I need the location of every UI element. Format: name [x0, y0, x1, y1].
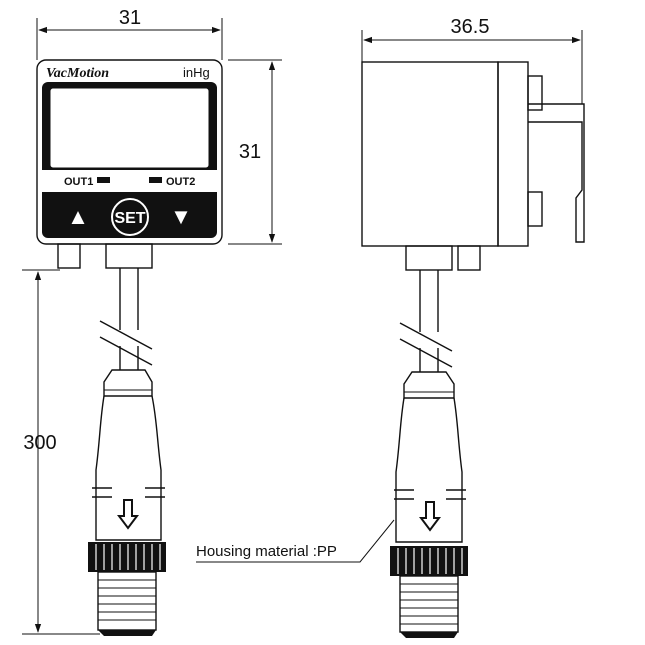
front-height-dimension: 31: [228, 59, 282, 245]
side-button-lower: [527, 191, 543, 227]
housing-material-callout: Housing material :PP: [196, 519, 395, 563]
side-down-arrow-icon: [419, 501, 441, 532]
side-depth-label: 36.5: [451, 16, 490, 38]
front-mount-stub: [57, 243, 81, 269]
side-cable-gland: [405, 245, 453, 271]
set-button[interactable]: [111, 198, 149, 236]
side-housing: [361, 61, 499, 247]
housing-material-label: Housing material :PP: [196, 543, 337, 560]
unit-label: inHg: [183, 65, 210, 80]
side-cable: [399, 270, 453, 372]
side-view: 36.5: [361, 16, 585, 638]
front-width-dimension: 31: [36, 7, 223, 60]
out1-label: OUT1: [64, 176, 93, 188]
lcd-display: [49, 87, 210, 169]
side-connector: [390, 371, 468, 638]
side-depth-dimension: 36.5: [361, 16, 583, 104]
front-thread: [97, 571, 157, 631]
front-cable: [99, 268, 153, 370]
cable-length-label: 300: [23, 432, 56, 454]
side-front-bezel: [497, 61, 529, 247]
front-knurled-nut: [88, 542, 166, 572]
up-button[interactable]: ▲: [67, 204, 89, 229]
front-view: 31 31 VacMotion inHg OUT1 OUT2 ▲ SET ▼: [22, 7, 282, 636]
set-button-label: SET: [114, 210, 145, 227]
side-knurled-nut: [390, 546, 468, 576]
down-button[interactable]: ▼: [170, 204, 192, 229]
front-connector: [88, 369, 166, 636]
side-mount-stub: [457, 245, 481, 271]
front-width-label: 31: [119, 7, 141, 29]
out2-label: OUT2: [166, 176, 195, 188]
callout-leader-line: [196, 519, 395, 563]
side-button-upper: [527, 75, 543, 111]
front-cable-gland: [105, 243, 153, 269]
brand-logo: VacMotion: [46, 66, 109, 81]
side-mount-bracket: [528, 103, 585, 243]
cable-length-dimension: 300: [22, 271, 100, 635]
out2-indicator: [149, 177, 162, 183]
out1-indicator: [97, 177, 110, 183]
front-height-label: 31: [239, 141, 261, 163]
front-down-arrow-icon: [117, 499, 139, 530]
